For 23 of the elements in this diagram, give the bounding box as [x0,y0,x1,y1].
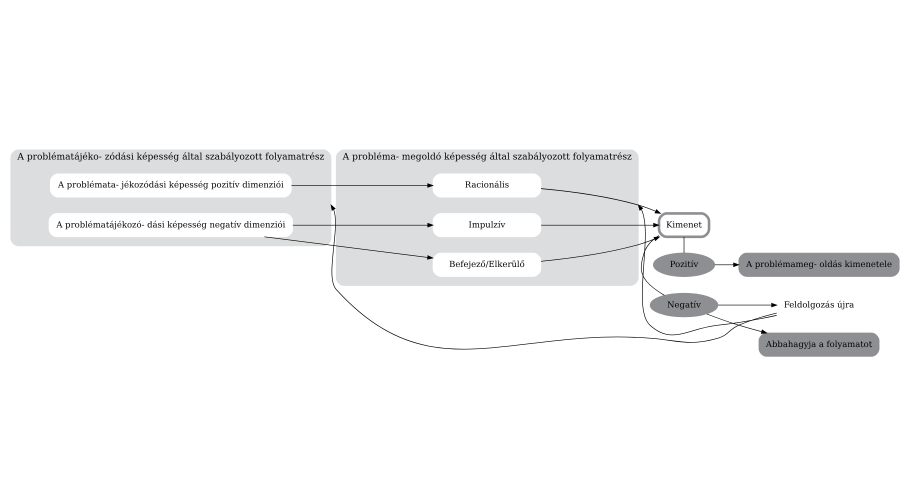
node-ellipse: Negatív [650,292,718,317]
arrow [638,204,777,335]
arrow [706,313,768,334]
node-text: Feldolgozás újra [784,298,854,309]
node-box: A problématájékozó- dási képesség negatív dimenziói [48,212,294,237]
node-box: A problémata- jékozódási képesség pozitív dimenziói [50,173,292,198]
arrow [540,188,662,214]
arrow [330,204,778,349]
node-box: A problémameg- oldás kimenetele [738,252,900,276]
connector [640,234,665,296]
node-box: Impulzív [432,212,542,237]
arrow [291,182,434,188]
arrow [540,222,660,227]
node-box: Racionális [432,173,542,198]
arrow [718,302,778,307]
node-box: Befejező/Elkerülő [432,252,542,276]
node-ellipse: Pozitív [653,252,716,276]
node-box: Kimenet [658,212,710,238]
node-box: Abbahagyja a folyamatot [758,332,880,356]
arrow [264,236,434,260]
arrow [292,222,434,227]
arrow [714,262,740,267]
arrow [540,236,660,262]
